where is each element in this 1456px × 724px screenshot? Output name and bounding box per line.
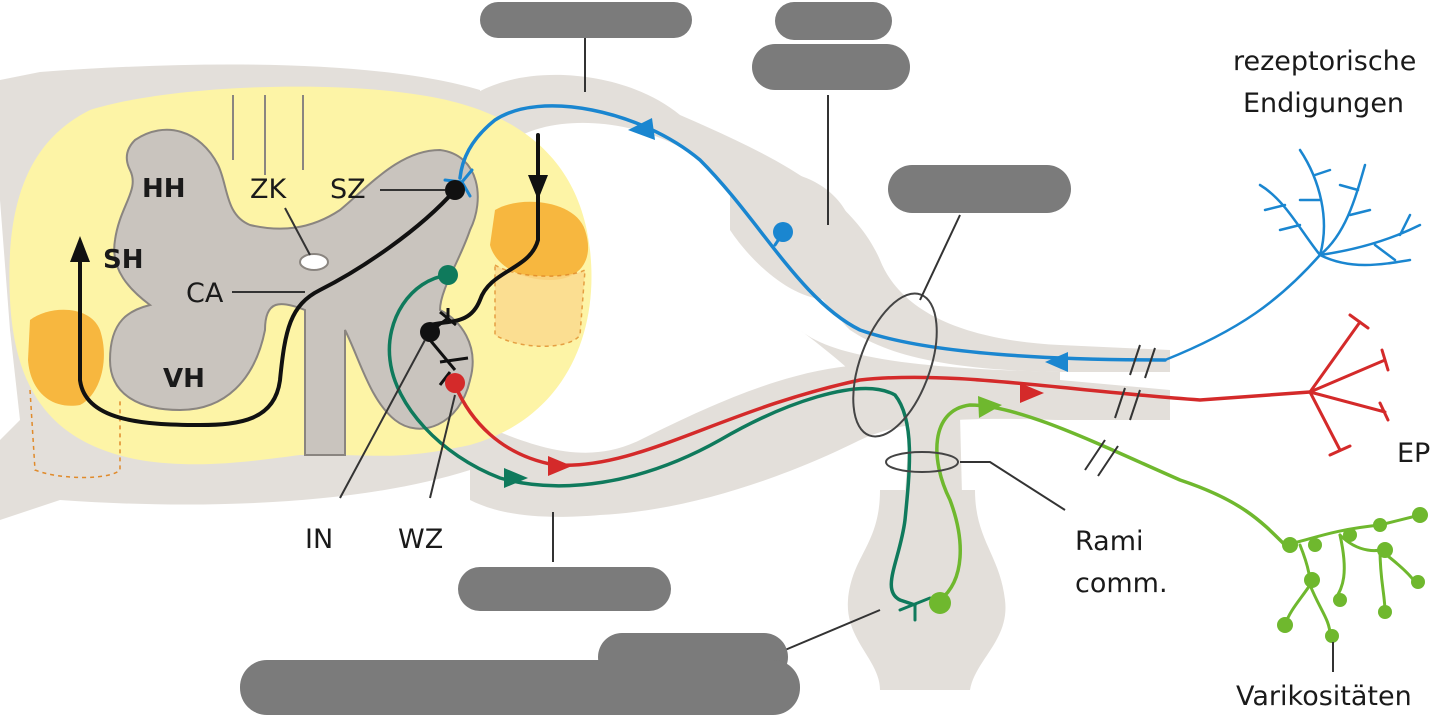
label-rami-2: comm. — [1075, 568, 1168, 599]
postganglionic-arrow — [978, 396, 1002, 418]
label-ca: CA — [186, 278, 224, 309]
redaction-top-left — [480, 2, 692, 38]
motor-fiber — [453, 375, 1312, 468]
motoneuron-soma — [445, 373, 465, 393]
motor-arrow-trunk — [1020, 383, 1044, 403]
afferent-arrow-peripheral — [1045, 352, 1068, 372]
afferent-fiber — [458, 104, 1167, 362]
ramus-stalk — [905, 415, 962, 495]
descending-arrowhead — [528, 175, 548, 200]
label-rezeptorische-2: Endigungen — [1243, 88, 1404, 119]
label-wz: WZ — [398, 524, 443, 555]
varicosities — [1277, 507, 1428, 643]
interruption-marks — [1084, 344, 1156, 477]
label-rezeptorische-1: rezeptorische — [1233, 46, 1416, 77]
label-ep: EP — [1397, 438, 1430, 469]
spinal-cord-section — [9, 86, 592, 479]
redaction-top-right-1 — [775, 2, 892, 40]
pathways — [70, 104, 1422, 637]
leader-lines — [232, 30, 1334, 672]
lateral-tract-right-faded — [494, 263, 586, 347]
ascending-pathway — [78, 188, 457, 428]
label-hh: HH — [142, 174, 186, 204]
motor-arrow-root — [548, 456, 572, 476]
sz-neuron — [445, 180, 465, 200]
afferent-terminal — [443, 168, 474, 198]
sympathetic-ganglion — [847, 490, 1006, 690]
redaction-ganglion — [888, 165, 1071, 213]
labels: HH SH VH ZK SZ CA IN WZ rezeptorische En… — [103, 46, 1430, 712]
label-sh: SH — [103, 245, 144, 275]
neuron-bodies — [420, 180, 1428, 643]
afferent-arrow-root — [628, 118, 655, 140]
label-rami-1: Rami — [1075, 526, 1144, 557]
redaction-bottom-2 — [240, 660, 800, 715]
central-canal — [299, 253, 329, 271]
ascending-arrowhead — [70, 236, 90, 262]
interneuron-synapse-2 — [428, 339, 469, 386]
receptor-endings — [1163, 148, 1422, 362]
dorsal-root-ganglion — [730, 170, 861, 300]
postganglionic-soma — [929, 592, 951, 614]
label-zk: ZK — [250, 174, 287, 205]
label-varikositaeten: Varikositäten — [1236, 681, 1412, 712]
preganglionic-fiber — [387, 273, 917, 607]
redaction-top-right-2 — [752, 44, 910, 90]
preganglionic-arrow — [504, 468, 528, 488]
preganglionic-synapse — [898, 596, 932, 622]
redaction-bottom-root — [458, 567, 671, 611]
redactions — [240, 2, 1071, 715]
ventral-tract-left-faded — [29, 389, 121, 479]
label-in: IN — [305, 524, 333, 555]
rami-rings — [852, 292, 959, 473]
interneuron-synapse-1 — [429, 308, 457, 334]
spinal-nerve-trunk — [800, 330, 1060, 450]
label-sz: SZ — [330, 174, 366, 205]
motor-endplates — [1308, 313, 1390, 457]
preganglionic-soma — [438, 265, 458, 285]
ventral-tract-left — [28, 309, 104, 406]
dorsal-root-ganglion-soma — [773, 222, 793, 242]
dorsal-median-sulcus — [232, 95, 304, 175]
label-vh: VH — [163, 364, 205, 394]
